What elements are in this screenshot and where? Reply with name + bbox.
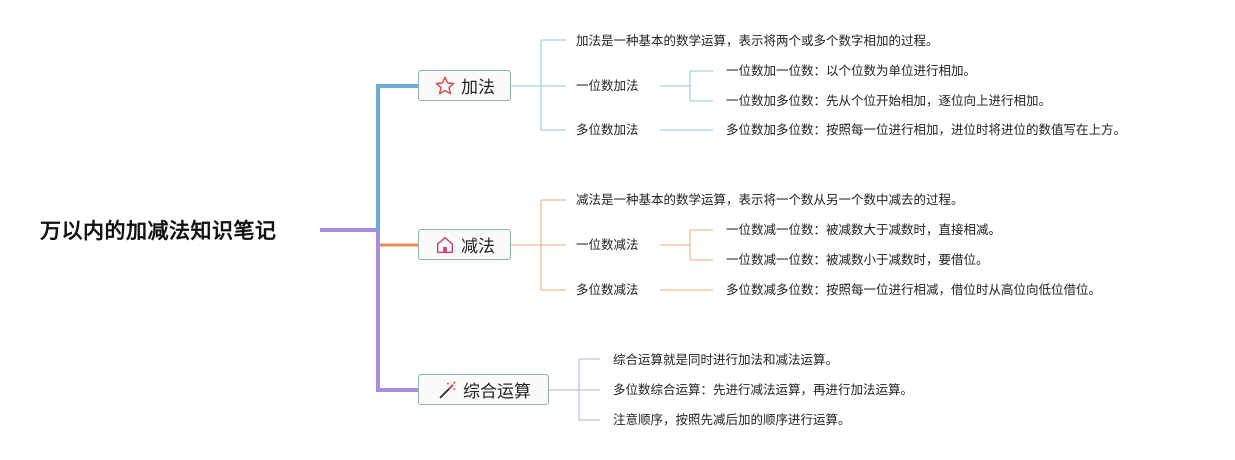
branch-mix[interactable]: 综合运算 [418, 374, 549, 405]
sub-multi-label: 多位数减法 [576, 282, 639, 297]
sub-single-item-2: 一位数减一位数：被减数小于减数时，要借位。 [726, 252, 989, 267]
add-single-item-2: 一位数加多位数：先从个位开始相加，逐位向上进行相加。 [726, 93, 1052, 108]
mix-item-2: 多位数综合运算：先进行减法运算，再进行加法运算。 [613, 382, 914, 397]
add-multi-item-1: 多位数加多位数：按照每一位进行相加，进位时将进位的数值写在上方。 [726, 122, 1127, 137]
sub-definition: 减法是一种基本的数学运算，表示将一个数从另一个数中减去的过程。 [576, 192, 964, 207]
branch-sub[interactable]: 减法 [418, 229, 511, 260]
branch-mix-label: 综合运算 [463, 382, 531, 402]
star-icon [435, 76, 455, 94]
sub-single-item-1: 一位数减一位数：被减数大于减数时，直接相减。 [726, 222, 1002, 237]
branch-sub-label: 减法 [461, 237, 495, 257]
branch-add[interactable]: 加法 [418, 70, 511, 101]
mix-item-1: 综合运算就是同时进行加法和减法运算。 [613, 352, 839, 367]
sub-multi-item-1: 多位数减多位数：按照每一位进行相减，借位时从高位向低位借位。 [726, 282, 1102, 297]
add-definition: 加法是一种基本的数学运算，表示将两个或多个数字相加的过程。 [576, 33, 939, 48]
add-multi-label: 多位数加法 [576, 122, 639, 137]
magic-wand-icon [439, 381, 456, 398]
home-icon [436, 236, 454, 253]
branch-add-label: 加法 [461, 78, 495, 98]
mix-item-3: 注意顺序，按照先减后加的顺序进行运算。 [613, 412, 851, 427]
add-single-label: 一位数加法 [576, 78, 639, 93]
root-title: 万以内的加减法知识笔记 [40, 219, 277, 243]
connector-add [376, 84, 418, 230]
sub-single-label: 一位数减法 [576, 237, 639, 252]
connector-mix [376, 230, 418, 392]
add-single-item-1: 一位数加一位数：以个位数为单位进行相加。 [726, 63, 977, 78]
